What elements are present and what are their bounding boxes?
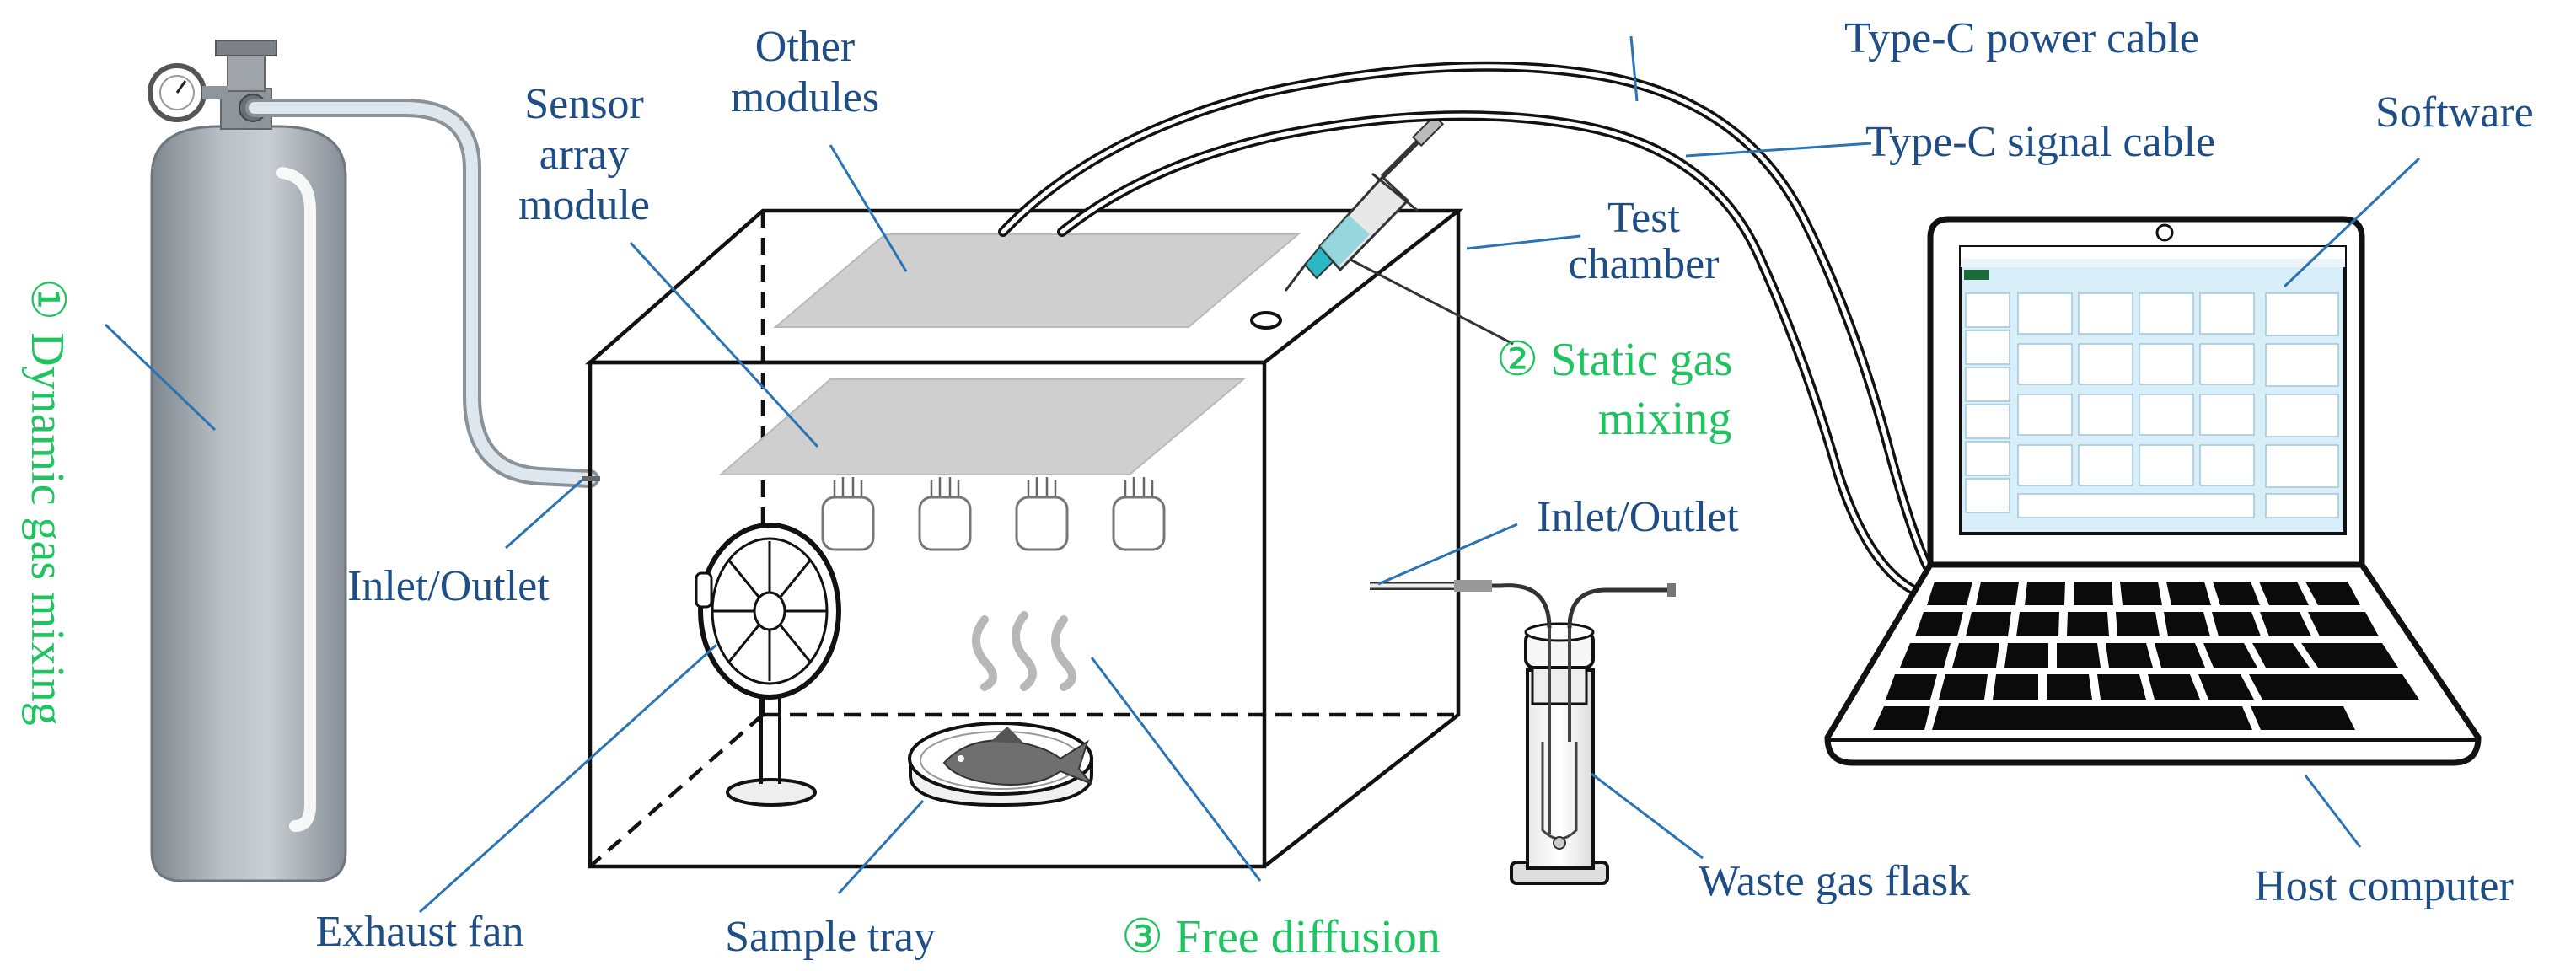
- other-modules-label: modules: [731, 73, 879, 121]
- static-mixing-label: ② Static gas: [1496, 334, 1732, 386]
- sample-tray: [908, 722, 1093, 807]
- keyboard: [1873, 582, 2419, 730]
- software-sensor-grid: [2017, 292, 2255, 518]
- sensor-array-plate: [718, 378, 1246, 475]
- type-c-power-cable: [998, 61, 1948, 595]
- software-label: Software: [2375, 89, 2534, 137]
- inlet-outlet-right-label: Inlet/Outlet: [1537, 493, 1739, 541]
- sensor-array: [821, 477, 1166, 551]
- free-diffusion-label: ③ Free diffusion: [1121, 911, 1441, 963]
- test-chamber-label: Test: [1607, 194, 1680, 242]
- gas-sensor: [918, 477, 972, 551]
- syringe-icon: [1284, 114, 1445, 292]
- vapor-icon: [972, 611, 1076, 691]
- other-modules-label: Other: [755, 23, 855, 71]
- power-cable-label: Type-C power cable: [1844, 14, 2199, 62]
- gas-sensor: [1015, 477, 1069, 551]
- leader-lines: [104, 35, 2421, 914]
- sensor-array-label: module: [518, 181, 650, 229]
- type-c-signal-cable: [1057, 110, 1919, 595]
- gas-sensor: [1112, 477, 1166, 551]
- injection-port: [1250, 311, 1282, 330]
- waste-gas-flask-label: Waste gas flask: [1699, 857, 1970, 905]
- software-sidebar: [1965, 292, 2010, 513]
- host-computer-label: Host computer: [2254, 862, 2514, 910]
- right-inlet-tube: [1370, 580, 1492, 592]
- gas-sensor: [821, 477, 875, 551]
- sample-tray-label: Sample tray: [725, 913, 936, 961]
- labels: Other modules Sensor array module Type-C…: [21, 14, 2534, 963]
- signal-cable-label: Type-C signal cable: [1865, 118, 2215, 166]
- fish-icon: [942, 727, 1092, 786]
- static-mixing-label: mixing: [1598, 393, 1732, 445]
- exhaust-fan-label: Exhaust fan: [316, 908, 524, 956]
- dynamic-mixing-label: ① Dynamic gas mixing: [21, 278, 73, 726]
- software-right-panel: [2265, 292, 2339, 518]
- sensor-array-label: array: [539, 131, 630, 179]
- host-computer-laptop: [1824, 216, 2482, 766]
- software-screen: [1959, 245, 2347, 535]
- gas-cylinder: [148, 40, 347, 882]
- exhaust-fan: [695, 523, 841, 807]
- waste-gas-flask: [1492, 583, 1676, 885]
- other-modules-plate: [773, 233, 1301, 328]
- inlet-outlet-left-label: Inlet/Outlet: [347, 562, 550, 610]
- test-chamber-label: chamber: [1568, 240, 1719, 288]
- sensor-array-label: Sensor: [524, 80, 644, 128]
